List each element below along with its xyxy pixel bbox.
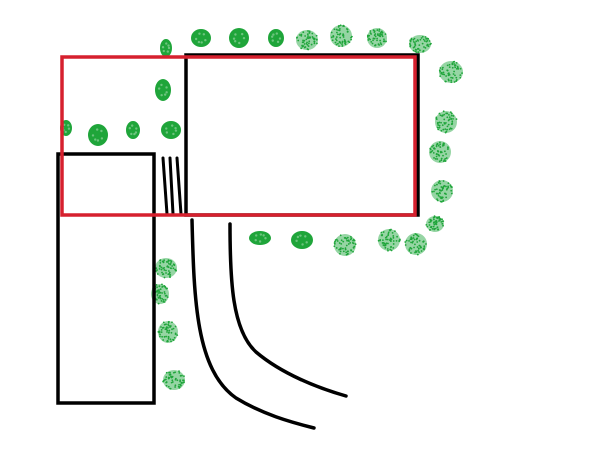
red-highlight-rectangle [60, 55, 417, 217]
small-building-outline [56, 152, 156, 405]
tree-icon [162, 370, 185, 390]
tree-icon [291, 231, 313, 249]
driveway-left-edge [190, 218, 316, 430]
tree-icon [249, 231, 271, 245]
tree-icon [333, 234, 357, 256]
tree-icon [160, 39, 172, 57]
tree-icon [438, 60, 463, 84]
tree-icon [330, 24, 353, 48]
tree-icon [409, 35, 432, 54]
tree-icon [295, 30, 318, 51]
tree-icon [366, 28, 387, 48]
tree-icon [161, 121, 181, 139]
triple-line-connector [161, 156, 183, 216]
tree-icon [126, 121, 140, 139]
tree-icon [377, 228, 401, 252]
tree-icon [155, 79, 171, 101]
curved-driveway [190, 218, 348, 430]
driveway-right-edge [228, 222, 348, 398]
tree-icon [429, 141, 451, 163]
tree-icon [157, 320, 179, 343]
tree-icon [404, 233, 427, 256]
tree-icon [268, 29, 284, 47]
tree-icon [431, 180, 453, 203]
tree-icon [191, 29, 211, 47]
tree-icon [229, 28, 249, 48]
tree-icon [425, 215, 445, 232]
tree-icon [435, 110, 458, 134]
tree-icon [155, 258, 177, 279]
tree-icon [88, 124, 108, 146]
